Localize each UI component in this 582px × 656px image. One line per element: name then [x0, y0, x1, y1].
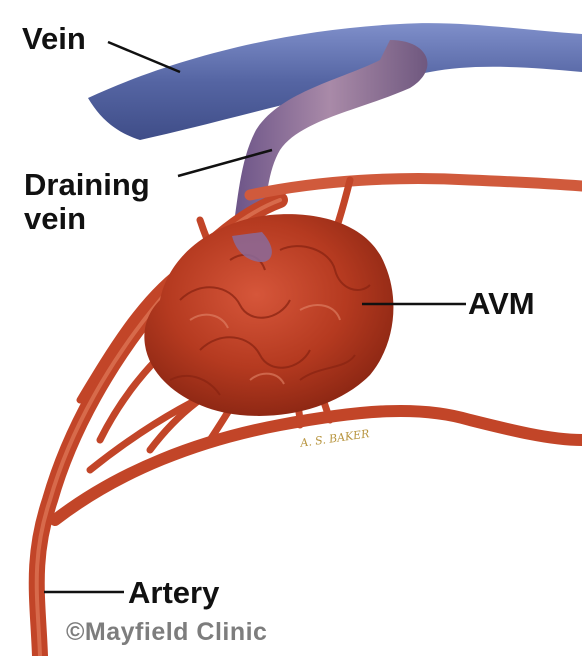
draining-vein-label: Draining vein	[24, 168, 150, 236]
vein-leader	[108, 42, 180, 72]
credit-text: ©Mayfield Clinic	[66, 618, 267, 647]
draining-vein-label-line1: Draining	[24, 168, 150, 202]
vein-label: Vein	[22, 22, 86, 56]
draining-vein-label-line2: vein	[24, 202, 150, 236]
lower-artery-shape	[55, 411, 582, 520]
artery-label: Artery	[128, 576, 219, 610]
avm-label: AVM	[468, 287, 535, 321]
